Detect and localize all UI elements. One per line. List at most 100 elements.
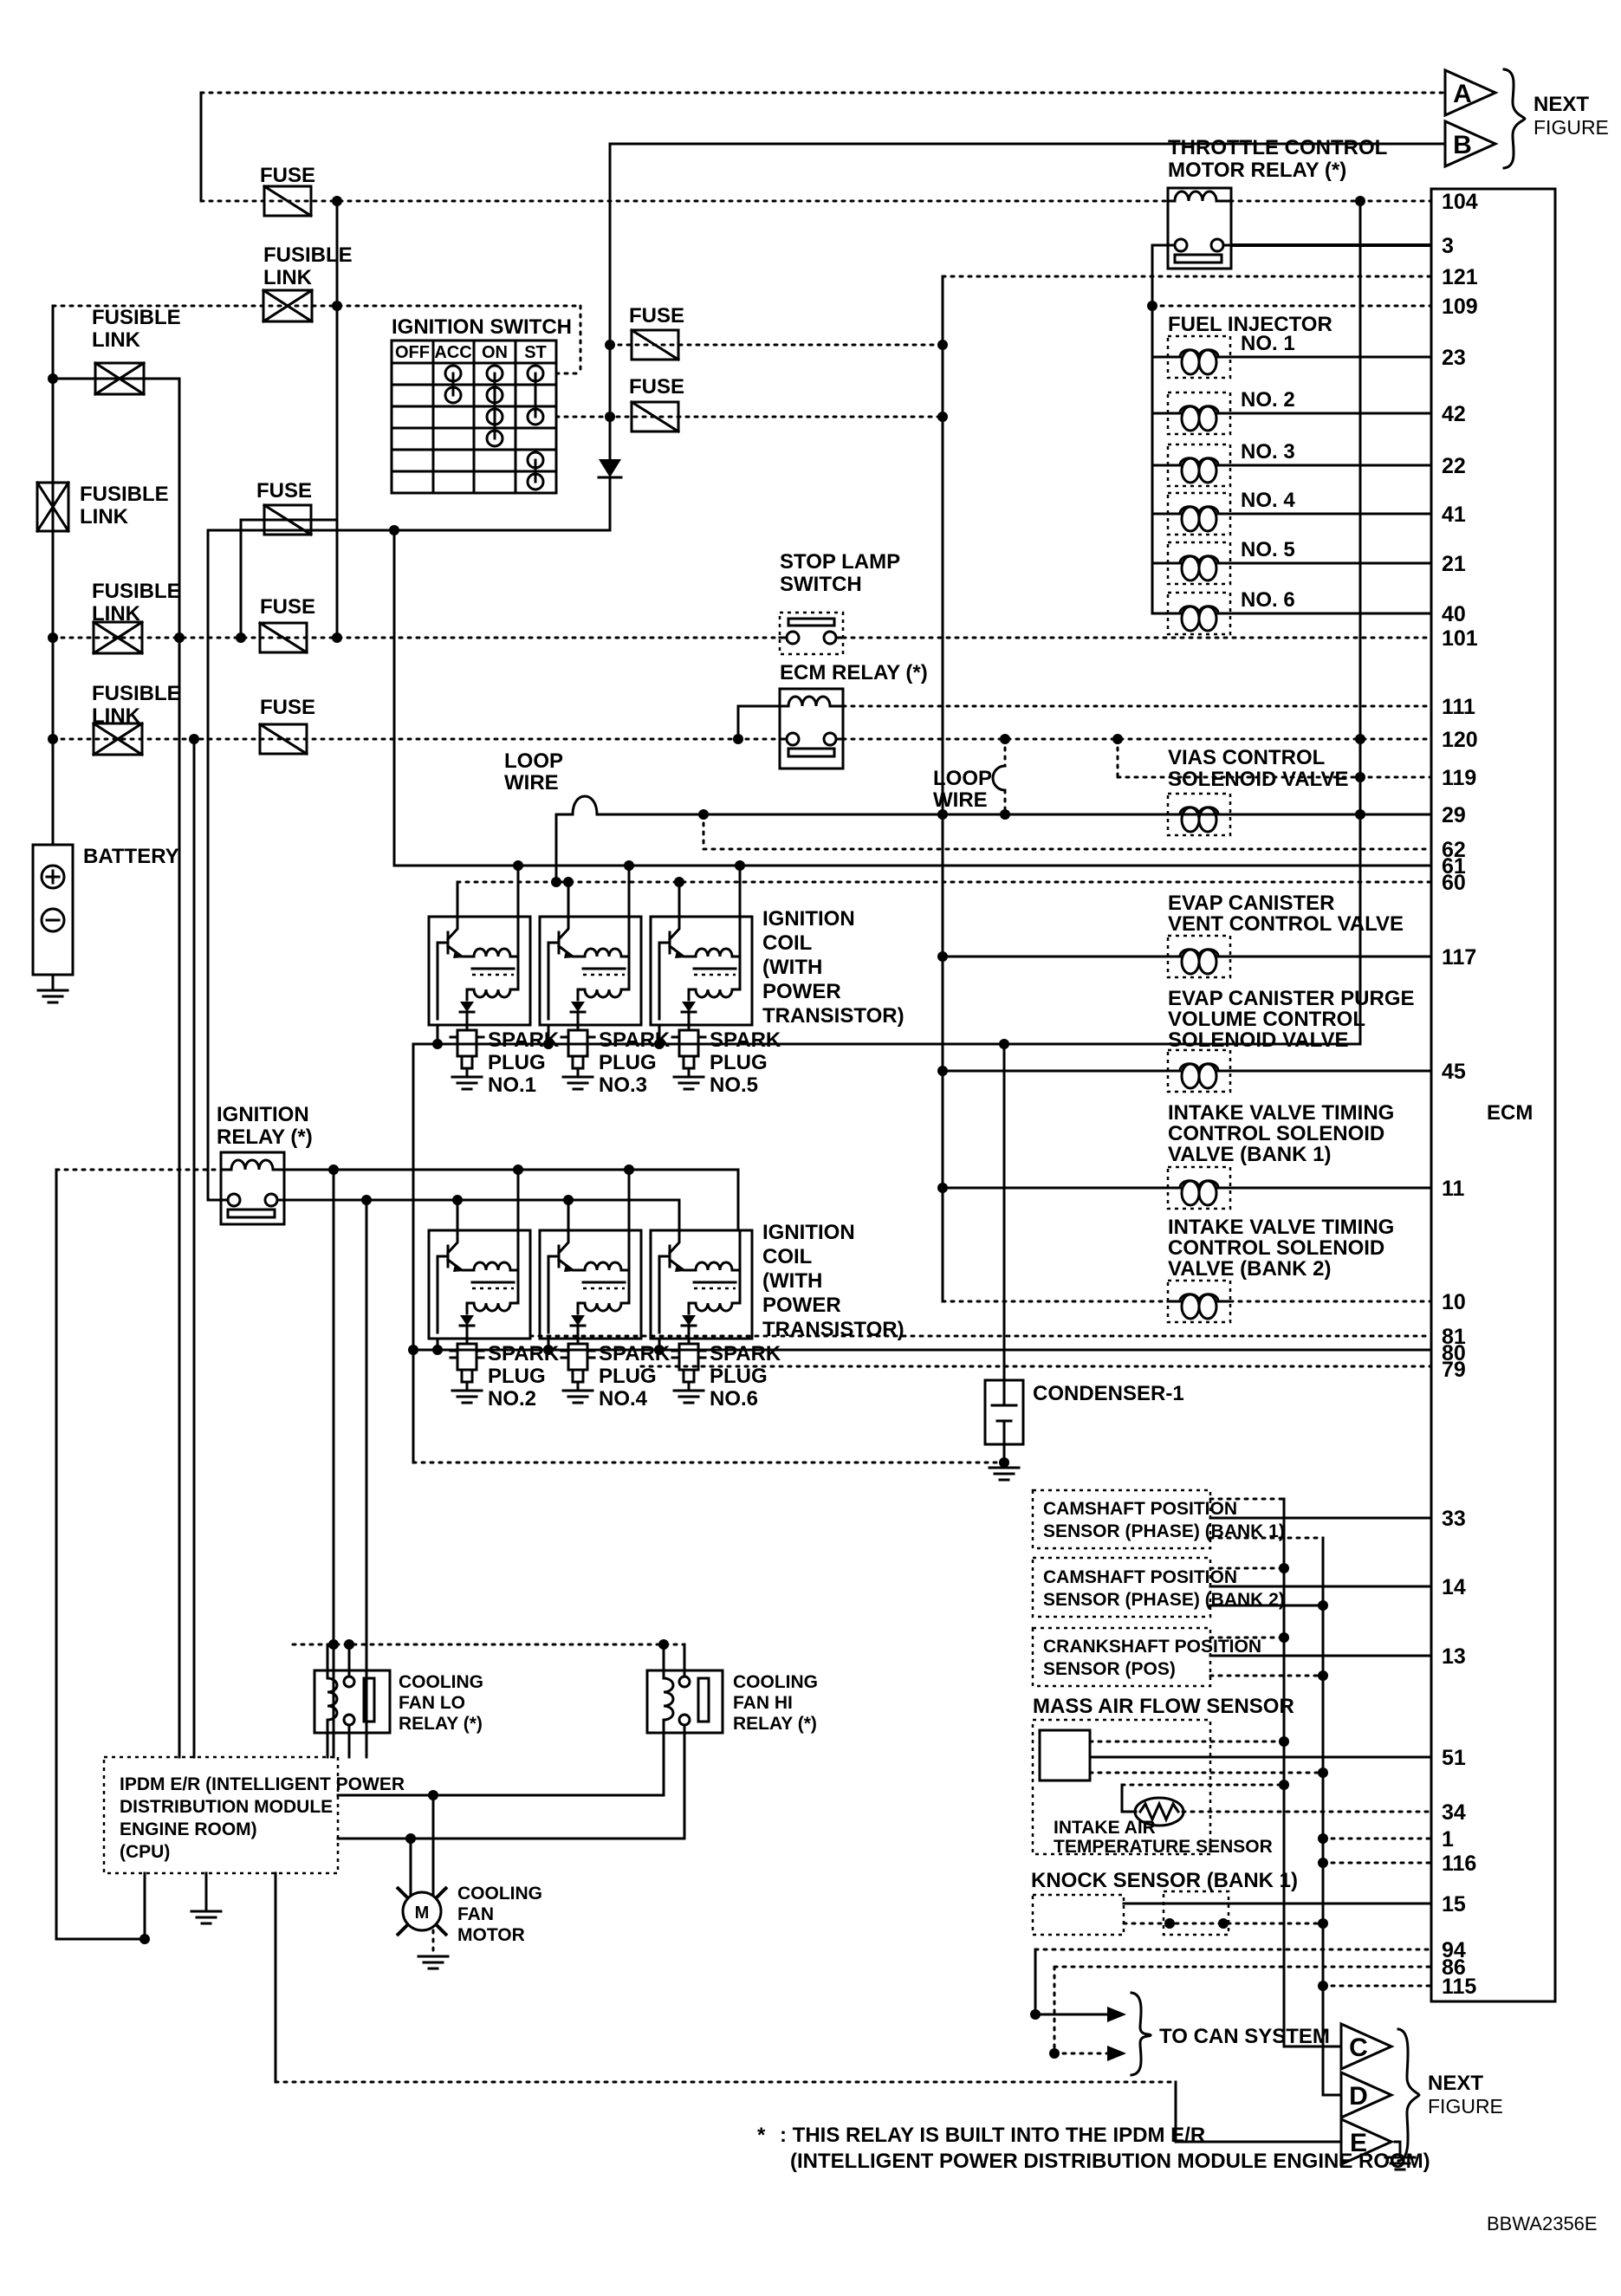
next-label: NEXT [1533,93,1589,116]
next-figure-top: NEXT FIGURE [1502,68,1609,170]
footnote-line: : THIS RELAY IS BUILT INTO THE IPDM E/R [780,2124,1205,2147]
ecm-pin: 79 [1442,1358,1466,1382]
ecm-pin: 62 [1442,838,1466,862]
ignition-coil-label: TRANSISTOR) [762,1004,905,1028]
throttle-control-motor-relay: THROTTLE CONTROL MOTOR RELAY (*) [1166,136,1387,270]
intake-valve-timing-bank2: INTAKE VALVE TIMING CONTROL SOLENOID VAL… [1166,1216,1394,1324]
ipdm-label: IPDM E/R (INTELLIGENT POWER [120,1774,405,1794]
camshaft-sensor-bank1: CAMSHAFT POSITION SENSOR (PHASE) (BANK 1… [1031,1489,1285,1550]
spark-label: PLUG [488,1051,546,1074]
cooling-fan-lo-relay: COOLING FAN LO RELAY (*) [313,1669,483,1735]
ivt2-label: CONTROL SOLENOID [1168,1236,1384,1260]
ignition-coil-label: TRANSISTOR) [762,1318,905,1341]
ignition-coil-label: IGNITION [762,1221,855,1244]
ecm-pin: 117 [1442,945,1476,970]
spark-no-label: NO.4 [599,1387,648,1411]
fan-lo-label: COOLING [399,1672,483,1692]
stop-lamp-label: STOP LAMP [780,550,900,574]
ecm-pin: 120 [1442,728,1478,752]
spark-plug-icon [671,1023,707,1091]
ignition-relay-label: RELAY (*) [217,1125,313,1149]
ecm-pin: 81 [1442,1325,1466,1349]
injector-no-label: NO. 6 [1241,588,1295,612]
spark-label: SPARK [488,1342,560,1365]
ecm-relay-label: ECM RELAY (*) [780,661,928,684]
spark-label: SPARK [599,1028,671,1052]
loop-wire-label: LOOP [504,749,563,773]
ecm-pin: 61 [1442,854,1466,879]
fuel-injectors: FUEL INJECTOR NO. 1 NO. 2 NO. 3 NO. 4 NO… [1166,313,1332,636]
connector-a-label: A [1453,80,1472,108]
spark-label: PLUG [599,1365,657,1388]
fusible-link-label: LINK [92,328,141,352]
fuse-top-left: FUSE [260,164,315,217]
spark-label: SPARK [488,1028,560,1052]
switch-contacts [444,364,545,491]
ecm-pin: 1 [1442,1827,1454,1852]
ground-icon [36,989,69,1004]
to-can-label: TO CAN SYSTEM [1159,2025,1330,2048]
ecm-pin: 109 [1442,295,1478,319]
spark-label: PLUG [710,1365,768,1388]
switch-col-off: OFF [395,343,430,362]
spark-label: PLUG [488,1365,546,1388]
spark-plug-icon [449,1023,485,1091]
fuse-mid: FUSE [256,479,313,536]
fuse-label: FUSE [256,479,312,503]
fan-hi-label: FAN HI [733,1693,793,1713]
switch-col-acc: ACC [434,343,471,362]
connector-b: B [1443,120,1497,168]
connector-d-label: D [1349,2082,1368,2111]
footnote-star: * [757,2124,766,2147]
stop-lamp-switch: STOP LAMP SWITCH [778,550,900,656]
fan-hi-label: RELAY (*) [733,1714,817,1734]
switch-col-on: ON [482,343,508,362]
loop-wire-label: WIRE [504,771,559,795]
ecm-pin: 34 [1442,1800,1466,1825]
ecm-pin: 94 [1442,1938,1466,1962]
ivt1-label: INTAKE VALVE TIMING [1168,1101,1394,1125]
spark-plug-icon [671,1337,707,1404]
switch-col-st: ST [524,343,547,362]
next-label: NEXT [1428,2072,1483,2095]
connector-e: E [1339,2118,1393,2166]
ecm-pin: 23 [1442,346,1466,370]
spark-no-label: NO.5 [710,1073,758,1097]
camshaft-sensor-bank2: CAMSHAFT POSITION SENSOR (PHASE) (BANK 2… [1031,1556,1285,1618]
iat-label: INTAKE AIR [1054,1818,1156,1838]
ecm-pin: 11 [1442,1177,1465,1201]
ecm-pin: 116 [1442,1852,1476,1876]
fuse-b: FUSE [629,375,684,433]
fan-motor-label: FAN [457,1904,494,1924]
cooling-fan-motor: M COOLING FAN MOTOR [395,1884,542,1970]
condenser: CONDENSER-1 [983,1378,1184,1482]
cam1-label: CAMSHAFT POSITION [1043,1499,1237,1519]
injector-no-label: NO. 4 [1241,489,1295,512]
fuse-label: FUSE [260,696,315,719]
ipdm-label: (CPU) [120,1842,170,1862]
ecm-pin: 111 [1442,695,1475,719]
injector-no-label: NO. 3 [1241,440,1295,464]
fusible-link-label: LINK [80,505,129,529]
motor-m-label: M [415,1904,430,1923]
fusible-link-label: FUSIBLE [263,243,353,267]
throttle-relay-label: THROTTLE CONTROL [1168,136,1387,159]
ecm-pin: 22 [1442,454,1466,478]
connector-c: C [1339,2022,1393,2071]
ignition-relay-label: IGNITION [217,1103,309,1126]
wires-dotted [51,91,1447,2084]
mass-air-flow-sensor: MASS AIR FLOW SENSOR INTAKE AIR TEMPERAT… [1031,1695,1294,1857]
evap-vent-label: EVAP CANISTER [1168,892,1334,915]
condenser-label: CONDENSER-1 [1033,1382,1184,1405]
evap-purge-label: VOLUME CONTROL [1168,1008,1365,1031]
fan-lo-label: RELAY (*) [399,1714,483,1734]
ecm-pin: 29 [1442,803,1466,827]
spark-no-label: NO.3 [599,1073,647,1097]
ignition-coil-group2: IGNITION COIL (WITH POWER TRANSISTOR) SP… [427,1221,905,1411]
throttle-relay-label: MOTOR RELAY (*) [1168,159,1346,182]
ecm-pin: 86 [1442,1955,1466,1980]
fan-motor-label: MOTOR [457,1925,525,1945]
ignition-coil-label: (WITH [762,1269,822,1293]
vias-label: VIAS CONTROL [1168,746,1325,769]
fusible-link-row353: FUSIBLE LINK [262,243,353,323]
